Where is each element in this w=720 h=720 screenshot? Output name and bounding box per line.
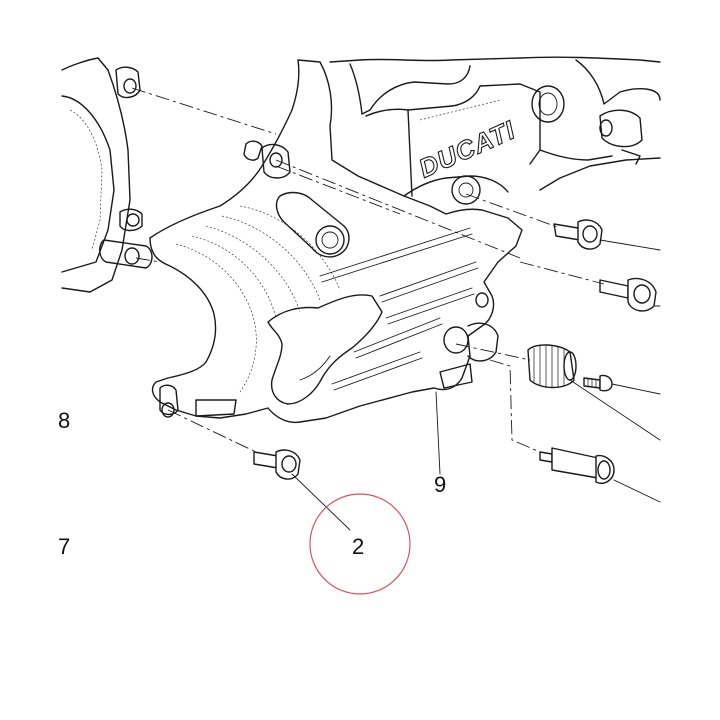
brand-logo: DUCATI	[414, 114, 520, 183]
fastener-bolt-middle	[599, 277, 657, 312]
engine-case-upper: DUCATI	[329, 56, 661, 205]
callout-9: 9	[434, 472, 446, 497]
knurled-spacer	[527, 344, 577, 389]
callout-7: 7	[58, 534, 70, 559]
leader-lines	[291, 239, 661, 531]
fastener-bolt-upper	[553, 219, 603, 250]
small-screw	[583, 374, 613, 392]
engine-cover-left	[61, 57, 153, 293]
sprocket-cover	[149, 59, 523, 424]
fastener-bolt-lower-left	[253, 449, 301, 480]
shoulder-bolt	[539, 447, 615, 484]
callout-highlight-circle	[309, 493, 411, 595]
callout-8: 8	[58, 408, 70, 433]
callout-2: 2	[352, 534, 364, 559]
assembly-axis-lines	[131, 87, 605, 453]
